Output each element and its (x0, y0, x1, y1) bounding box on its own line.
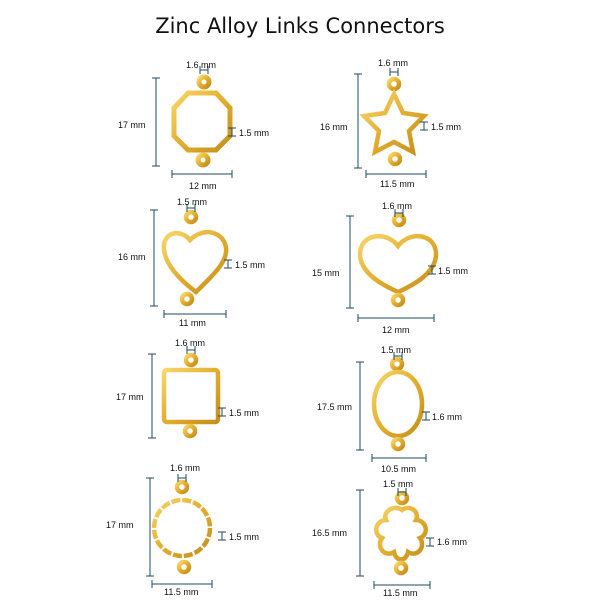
width-label: 11.5 mm (380, 179, 414, 189)
width-label: 10.5 mm (381, 464, 416, 474)
hole-label: 1.5 mm (381, 345, 411, 355)
flower-connector: 16.5 mm 11.5 mm 1.5 mm 1.6 mm (312, 479, 467, 598)
page-title: Zinc Alloy Links Connectors (155, 14, 445, 38)
height-label: 16 mm (320, 122, 348, 132)
height-label: 16 mm (118, 252, 146, 262)
oval-connector-icon (371, 356, 425, 452)
octagon-connector-icon (171, 74, 233, 168)
width-label: 12 mm (382, 325, 410, 335)
oval-connector: 17.5 mm 10.5 mm 1.5 mm 1.6 mm (317, 345, 462, 474)
height-label: 16.5 mm (312, 528, 347, 538)
hole-label: 1.6 mm (186, 60, 216, 70)
hole-label: 1.5 mm (177, 197, 207, 207)
height-label: 17 mm (118, 120, 146, 130)
thickness-label: 1.6 mm (437, 537, 467, 547)
thickness-label: 1.5 mm (239, 128, 269, 138)
thickness-label: 1.5 mm (229, 532, 259, 542)
heart-connector: 15 mm 12 mm 1.6 mm 1.5 mm (312, 201, 468, 335)
thickness-label: 1.5 mm (431, 122, 461, 132)
hole-label: 1.5 mm (383, 479, 413, 489)
height-label: 17 mm (106, 520, 134, 530)
star-connector: 16 mm 11.5 mm 1.6 mm 1.5 mm (320, 58, 461, 189)
square-connector-icon (161, 352, 221, 439)
star-connector-icon (359, 76, 429, 167)
hole-label: 1.6 mm (382, 201, 412, 211)
thickness-label: 1.5 mm (235, 260, 265, 270)
height-label: 15 mm (312, 268, 340, 278)
width-label: 11.5 mm (164, 587, 198, 597)
hole-label: 1.6 mm (175, 338, 205, 348)
heart-connector-icon (357, 212, 439, 308)
height-label: 17 mm (116, 392, 144, 402)
round-connector-icon (151, 479, 213, 575)
thickness-label: 1.5 mm (229, 408, 259, 418)
heart-connector-icon (161, 209, 229, 307)
square-connector: 17 mm 1.6 mm 1.5 mm (116, 338, 259, 439)
width-label: 11 mm (179, 318, 206, 328)
octagon-connector: 17 mm 12 mm 1.6 mm 1.5 mm (118, 60, 269, 191)
round-connector: 17 mm 11.5 mm 1.6 mm 1.5 mm (106, 463, 259, 597)
heart-tilted-connector: 16 mm 11 mm 1.5 mm 1.5 mm (118, 197, 265, 328)
width-label: 12 mm (189, 181, 217, 191)
hole-label: 1.6 mm (378, 58, 408, 68)
thickness-label: 1.6 mm (432, 412, 462, 422)
width-label: 11.5 mm (383, 588, 417, 598)
height-label: 17.5 mm (317, 402, 352, 412)
hole-label: 1.6 mm (170, 463, 200, 473)
flower-connector-icon (373, 490, 429, 576)
thickness-label: 1.5 mm (438, 266, 468, 276)
